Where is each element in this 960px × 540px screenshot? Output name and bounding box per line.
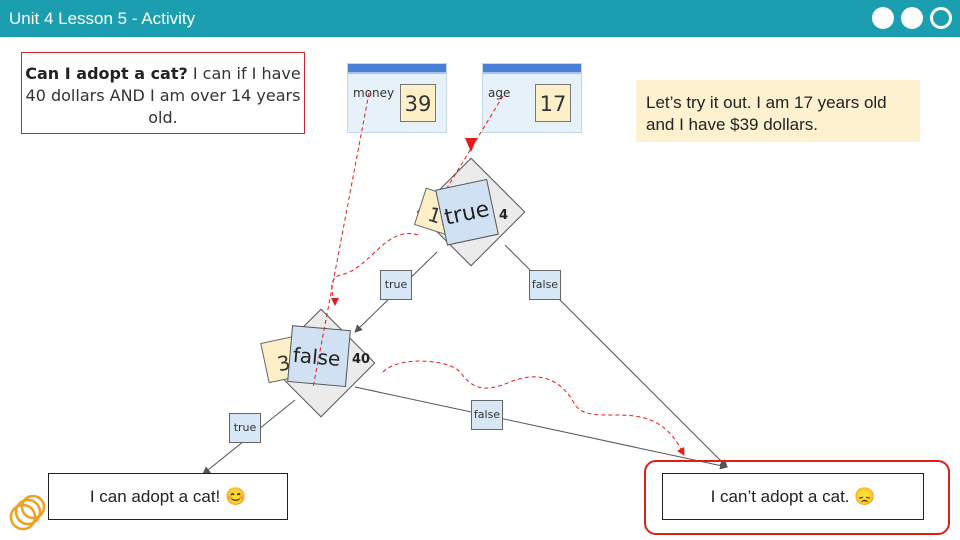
variable-card-age: age 17: [482, 63, 582, 133]
top-false-label: false: [529, 270, 561, 300]
nav-dot-3[interactable]: [930, 7, 952, 29]
flow-start-pointer: [465, 138, 477, 152]
rings-logo-icon: [9, 494, 46, 531]
variable-value-money: 39: [400, 84, 436, 122]
question-bold: Can I adopt a cat?: [25, 64, 188, 83]
variable-name-age: age: [488, 86, 511, 100]
variable-card-bar: [483, 64, 581, 74]
lesson-title: Unit 4 Lesson 5 - Activity: [9, 9, 196, 28]
outcome-adopt: I can adopt a cat! 😊: [48, 473, 288, 520]
bottom-result-value: false: [292, 343, 341, 371]
selected-outcome-highlight: [644, 460, 950, 535]
question-box: Can I adopt a cat? I can if I have 40 do…: [21, 52, 305, 134]
variable-value-age: 17: [535, 84, 571, 122]
top-result-sticky: true: [435, 178, 499, 246]
true-flow-arrow: [330, 233, 419, 306]
variable-name-money: money: [353, 86, 395, 100]
top-true-label: true: [380, 270, 412, 300]
header-bar: Unit 4 Lesson 5 - Activity: [0, 0, 960, 37]
bottom-operator-text: 40: [352, 352, 370, 367]
variable-card-bar: [348, 64, 446, 74]
top-operator-text: 4: [499, 208, 508, 223]
bottom-false-connector: [354, 386, 728, 470]
bottom-false-label: false: [471, 400, 503, 430]
try-it-note: Let’s try it out. I am 17 years old and …: [636, 80, 920, 142]
bottom-true-label: true: [229, 413, 261, 443]
age-flow-arrow: [446, 95, 504, 189]
nav-dot-1[interactable]: [872, 7, 894, 29]
nav-dot-2[interactable]: [901, 7, 923, 29]
false-flow-arrow: [382, 360, 685, 456]
money-flow-arrow: [312, 92, 370, 389]
outcome-cannot-adopt: I can’t adopt a cat. 😞: [662, 473, 924, 520]
question-text: I can if I have 40 dollars AND I am over…: [25, 64, 301, 127]
